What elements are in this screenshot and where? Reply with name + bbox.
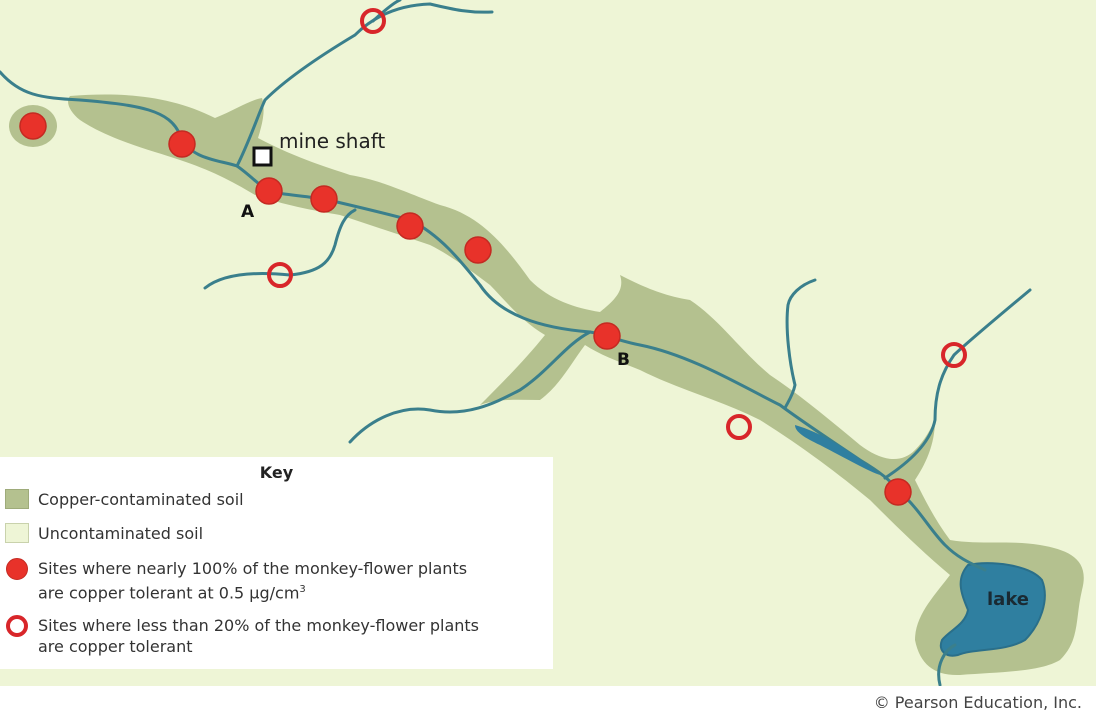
- mine-shaft-label: mine shaft: [279, 129, 386, 153]
- tolerant-site-marker: [396, 212, 424, 240]
- tolerant-site-marker: [168, 130, 196, 158]
- northeast-tributary: [883, 288, 1032, 480]
- lake-body: [939, 562, 1046, 657]
- lake-label: lake: [987, 589, 1030, 610]
- key-item-label: Sites where nearly 100% of the monkey-fl…: [38, 559, 468, 603]
- key-item-label: Copper-contaminated soil: [38, 490, 244, 509]
- tolerant-site-marker: [464, 236, 492, 264]
- north-tributary-branch: [371, 0, 402, 23]
- north-tributary: [235, 2, 494, 168]
- non-tolerant-site-marker: [267, 262, 293, 288]
- map-key: Key Copper-contaminated soil Uncontamina…: [0, 457, 553, 669]
- copyright-notice: © Pearson Education, Inc.: [873, 693, 1082, 712]
- river-network: [0, 0, 1032, 686]
- non-tolerant-sites: [267, 8, 967, 440]
- key-title: Key: [259, 463, 294, 482]
- key-item-label: Sites where less than 20% of the monkey-…: [38, 616, 479, 656]
- southwest-branch-b: [348, 330, 592, 444]
- southwest-tributary: [203, 208, 357, 290]
- key-item-non-tolerant: Sites where less than 20% of the monkey-…: [5, 615, 479, 657]
- non-tolerant-site-marker: [941, 342, 967, 368]
- filled-circle-icon: [6, 558, 28, 580]
- point-a-label: A: [241, 202, 255, 222]
- tolerant-sites: [19, 112, 912, 506]
- non-tolerant-site-marker: [726, 414, 752, 440]
- key-item-uncontaminated: Uncontaminated soil: [5, 523, 203, 544]
- key-item-contaminated: Copper-contaminated soil: [5, 489, 244, 510]
- non-tolerant-site-marker: [360, 8, 386, 34]
- tolerant-site-marker: [884, 478, 912, 506]
- contaminated-soil-swatch: [5, 489, 29, 509]
- key-item-tolerant: Sites where nearly 100% of the monkey-fl…: [5, 558, 467, 603]
- lake-outflow: [937, 643, 957, 686]
- tolerant-site-marker-b: [593, 322, 621, 350]
- key-item-label: Uncontaminated soil: [38, 524, 204, 543]
- open-circle-icon: [6, 615, 28, 637]
- mine-shaft-marker: [252, 146, 273, 167]
- tolerant-site-marker: [310, 185, 338, 213]
- tolerant-site-marker-a: [255, 177, 283, 205]
- uncontaminated-soil-swatch: [5, 523, 29, 543]
- tolerant-site-marker: [19, 112, 47, 140]
- point-b-label: B: [617, 350, 630, 370]
- north-tributary-east: [783, 278, 817, 410]
- river-widening: [795, 425, 880, 475]
